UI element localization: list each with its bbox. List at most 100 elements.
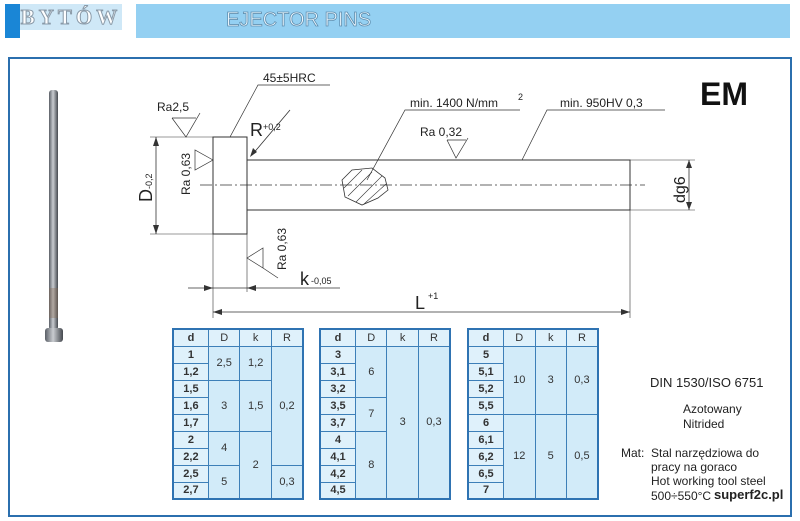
material-line-3: Hot working tool steel	[651, 474, 766, 488]
cell-d: 1,7	[172, 413, 209, 432]
radius-tol: +0,2	[263, 122, 281, 132]
pin-head	[212, 136, 248, 235]
cell-d: 4	[319, 430, 357, 449]
radius-label: R	[250, 120, 263, 140]
k-tol: -0,05	[311, 276, 332, 286]
cell-d: 2	[172, 430, 209, 449]
cell-D: 7	[355, 396, 388, 432]
column-header-R: R	[270, 328, 304, 347]
cell-d: 3,2	[319, 379, 357, 398]
cell-R: 0,3	[417, 345, 451, 500]
technical-drawing: 45±5HRC Ra2,5 R +0,2 Ra 0,63 Ra 0,63 min…	[136, 71, 695, 318]
column-header-D: D	[207, 328, 241, 347]
d-label: dg6	[672, 176, 689, 203]
cell-d: 6,1	[467, 430, 504, 449]
k-label: k	[300, 269, 310, 289]
ra-head-top: Ra2,5	[157, 100, 189, 114]
cell-k: 3	[386, 345, 419, 500]
D-label: D	[136, 189, 156, 202]
cell-k: 1,2	[239, 345, 272, 381]
cell-k: 5	[534, 413, 567, 500]
cell-D: 3	[207, 379, 241, 432]
column-header-d: d	[467, 328, 504, 347]
cell-d: 4,1	[319, 447, 357, 466]
cell-d: 6	[467, 413, 504, 432]
watermark: superf2c.pl	[714, 487, 784, 502]
cell-R: 0,3	[270, 464, 304, 500]
treatment-en: Nitrided	[683, 417, 725, 431]
cell-D: 6	[355, 345, 388, 398]
cell-k: 3	[534, 345, 567, 415]
material-line-1: Stal narzędziowa do	[651, 446, 760, 460]
table-row: 5,1	[467, 362, 598, 381]
table-row: 2,7	[172, 481, 303, 500]
table-row: 4,2	[319, 464, 450, 483]
cell-d: 1	[172, 345, 209, 364]
treatment-pl: Azotowany	[683, 402, 742, 416]
page-title: EJECTOR PINS	[226, 9, 372, 32]
cell-d: 4,5	[319, 481, 357, 500]
table-row: 5,5	[467, 396, 598, 415]
cell-d: 5,1	[467, 362, 504, 381]
cell-d: 3,7	[319, 413, 357, 432]
standard-label: DIN 1530/ISO 6751	[650, 375, 764, 390]
table-row: 4,1	[319, 447, 450, 466]
cell-R: 0,5	[565, 413, 599, 500]
section-hatch	[341, 167, 389, 206]
cell-D: 12	[503, 413, 536, 500]
cell-k: 2	[239, 430, 272, 500]
cell-d: 3,5	[319, 396, 357, 415]
cell-d: 4,2	[319, 464, 357, 483]
header-accent	[5, 4, 20, 38]
table-row: 2,2	[172, 447, 303, 466]
L-label: L	[415, 293, 425, 313]
cell-d: 6,2	[467, 447, 504, 466]
strength-sup: 2	[518, 92, 523, 102]
ra-shaft: Ra 0,32	[420, 125, 462, 139]
cell-R: 0,3	[565, 345, 599, 415]
ejector-pin-photo	[45, 90, 63, 342]
cell-d: 1,2	[172, 362, 209, 381]
column-header-k: k	[239, 328, 272, 347]
table-row: 6,2	[467, 447, 598, 466]
material-label: Mat:	[621, 446, 645, 460]
cell-d: 7	[467, 481, 504, 500]
cell-d: 1,5	[172, 379, 209, 398]
cell-d: 1,6	[172, 396, 209, 415]
cell-D: 10	[503, 345, 536, 415]
column-header-d: d	[172, 328, 209, 347]
column-header-d: d	[319, 328, 357, 347]
D-tol: -0,2	[144, 173, 154, 189]
L-tol: +1	[428, 291, 438, 301]
cell-d: 5	[467, 345, 504, 364]
material-line-4: 500÷550°C	[651, 489, 712, 503]
table-row: 4,5	[319, 481, 450, 500]
strength-label: min. 1400 N/mm	[410, 96, 498, 110]
ra-head-face: Ra 0,63	[179, 153, 193, 195]
column-header-R: R	[565, 328, 599, 347]
cell-d: 2,5	[172, 464, 209, 483]
column-header-k: k	[534, 328, 567, 347]
table-row: 3,1	[319, 362, 450, 381]
cell-D: 5	[207, 464, 241, 500]
table-row: 5,2	[467, 379, 598, 398]
cell-k: 1,5	[239, 379, 272, 432]
cell-D: 4	[207, 430, 241, 466]
cell-R: 0,2	[270, 345, 304, 466]
ra-under-head: Ra 0,63	[275, 228, 289, 270]
cell-d: 3	[319, 345, 357, 364]
surface-hardness: min. 950HV 0,3	[560, 96, 643, 110]
column-header-D: D	[355, 328, 388, 347]
table-row: 1,7	[172, 413, 303, 432]
table-row: 1,2	[172, 362, 303, 381]
hardness-label: 45±5HRC	[263, 71, 316, 85]
